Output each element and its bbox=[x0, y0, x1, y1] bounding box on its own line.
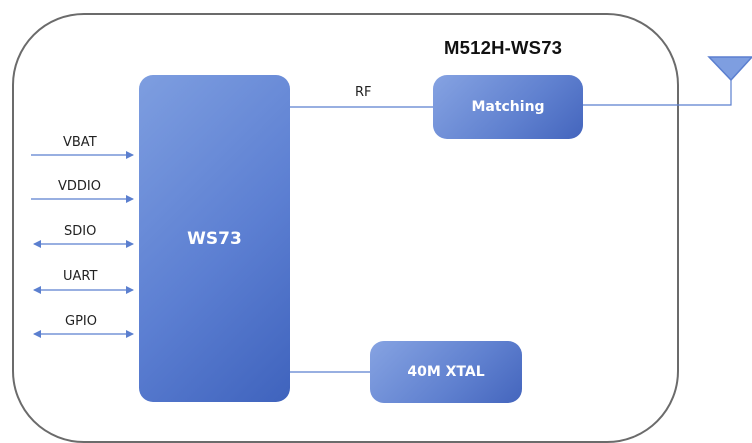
matching-block: Matching bbox=[433, 75, 583, 139]
ws73-chip-label: WS73 bbox=[187, 228, 242, 249]
rf-label: RF bbox=[355, 85, 372, 100]
ws73-chip-block: WS73 bbox=[139, 75, 290, 402]
signal-label-uart: UART bbox=[63, 269, 98, 284]
antenna-feed-line bbox=[583, 78, 732, 106]
signal-label-vbat: VBAT bbox=[63, 135, 97, 150]
matching-label: Matching bbox=[471, 99, 545, 115]
signal-label-sdio: SDIO bbox=[64, 224, 97, 239]
xtal-label: 40M XTAL bbox=[407, 364, 485, 380]
signal-lines bbox=[31, 151, 134, 338]
signal-label-vddio: VDDIO bbox=[58, 179, 101, 194]
antenna-icon bbox=[707, 56, 752, 82]
signal-label-gpio: GPIO bbox=[65, 314, 97, 329]
module-title: M512H-WS73 bbox=[444, 37, 563, 58]
xtal-block: 40M XTAL bbox=[370, 341, 522, 403]
